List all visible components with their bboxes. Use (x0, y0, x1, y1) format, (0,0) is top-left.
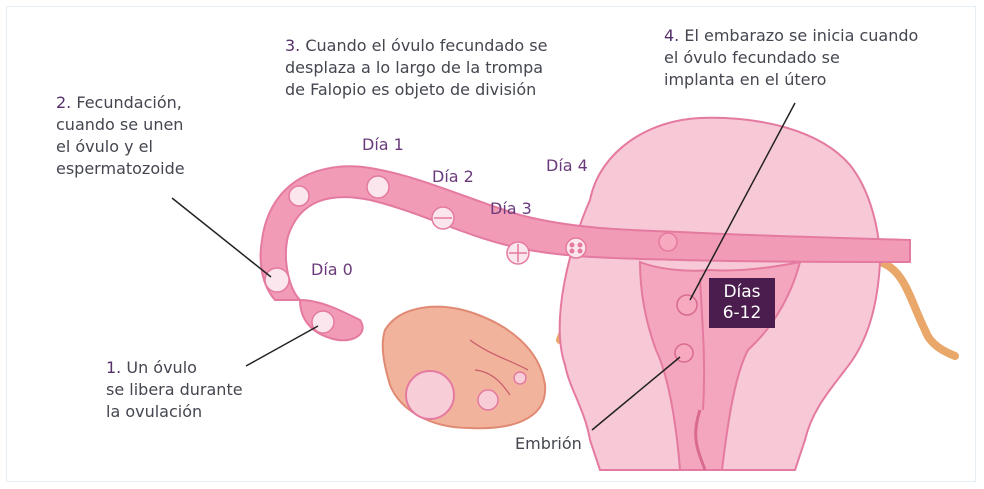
ovary (383, 307, 545, 429)
label-step1: 1. Un óvulo se libera durante la ovulaci… (106, 357, 243, 423)
egg-fertilization (265, 268, 289, 292)
label-day4: Día 4 (546, 156, 588, 175)
follicle-large (406, 371, 454, 419)
egg-day1 (367, 176, 389, 198)
label-step4: 4. El embarazo se inicia cuando el óvulo… (664, 25, 918, 91)
follicle-medium (478, 390, 498, 410)
label-day3: Día 3 (490, 199, 532, 218)
blastocyst (659, 233, 677, 251)
label-day2: Día 2 (432, 167, 474, 186)
follicle-small (514, 372, 526, 384)
days-badge: Días 6-12 (709, 278, 775, 328)
egg-tube-1 (289, 186, 309, 206)
label-day0: Día 0 (311, 260, 353, 279)
label-step3: 3. Cuando el óvulo fecundado se desplaza… (285, 35, 547, 101)
label-day1: Día 1 (362, 135, 404, 154)
egg-day0-released (312, 311, 334, 333)
leader-step2 (172, 198, 271, 277)
morula-day4 (566, 238, 586, 258)
leader-step1 (246, 326, 318, 366)
implanting-egg (677, 295, 697, 315)
label-embryo: Embrión (515, 433, 582, 455)
right-ligament (880, 262, 955, 356)
label-step2: 2. Fecundación, cuando se unen el óvulo … (56, 92, 185, 180)
